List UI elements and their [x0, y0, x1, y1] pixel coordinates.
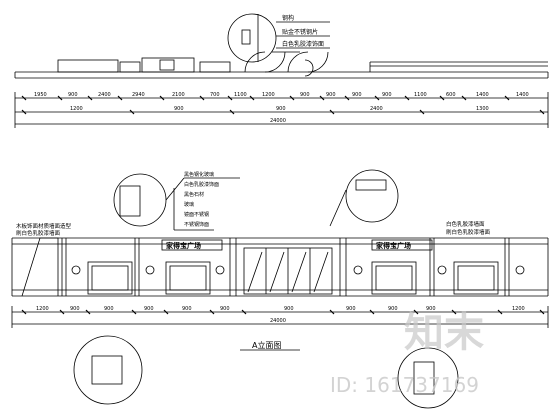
dim: 2940 — [132, 92, 145, 98]
dim: 1200 — [512, 306, 525, 312]
center-note-6: 不锈钢饰面 — [184, 221, 209, 228]
total-dim-top: 24000 — [270, 118, 286, 124]
dim: 600 — [446, 92, 456, 98]
dim: 1200 — [36, 306, 49, 312]
watermark-logo: 知末 — [404, 310, 484, 356]
top-dimensions: 1950 900 2400 2940 2100 700 1100 1200 90… — [34, 92, 529, 124]
left-note-2: 刷白色乳胶漆墙面 — [16, 229, 61, 237]
dim: 1100 — [414, 92, 427, 98]
dim: 900 — [352, 92, 362, 98]
top-plan — [14, 13, 549, 128]
sign-left: 家得宝广场 — [166, 241, 201, 250]
top-note-2: 贴金不锈钢片 — [282, 28, 318, 36]
dim: 2400 — [98, 92, 111, 98]
total-dim-elev: 24000 — [270, 318, 286, 324]
dim: 900 — [300, 92, 310, 98]
elevation-text: 木板饰面材质墙面造型 刷白色乳胶漆墙面 黑色钢化玻璃 白色乳胶漆饰面 黑色石材 … — [16, 171, 525, 350]
dim: 900 — [174, 106, 184, 112]
dim: 900 — [144, 306, 154, 312]
left-note-1: 木板饰面材质墙面造型 — [16, 222, 72, 230]
center-note-3: 黑色石材 — [184, 191, 204, 198]
dim: 700 — [210, 92, 220, 98]
right-note-2: 刷白色乳胶漆墙面 — [446, 228, 491, 236]
top-note-1: 钢构 — [282, 14, 294, 22]
dim: 1950 — [34, 92, 47, 98]
dim: 900 — [182, 306, 192, 312]
dim: 900 — [382, 92, 392, 98]
dim: 900 — [426, 306, 436, 312]
sign-right: 家得宝广场 — [376, 241, 411, 250]
dim: 900 — [276, 106, 286, 112]
top-note-3: 白色乳胶漆饰面 — [282, 40, 324, 48]
dim: 900 — [220, 306, 230, 312]
dim: 900 — [326, 92, 336, 98]
center-note-2: 白色乳胶漆饰面 — [184, 181, 219, 188]
watermark: 知末 ID: 161737169 — [330, 310, 484, 397]
dim: 900 — [284, 306, 294, 312]
dim: 1200 — [262, 92, 275, 98]
dim: 2100 — [172, 92, 185, 98]
center-note-1: 黑色钢化玻璃 — [184, 171, 214, 178]
dim: 1200 — [70, 106, 83, 112]
dim: 900 — [388, 306, 398, 312]
right-note-1: 白色乳胶漆墙面 — [446, 220, 485, 228]
center-note-4: 玻璃 — [184, 201, 194, 208]
dim: 900 — [70, 306, 80, 312]
dim: 1400 — [476, 92, 489, 98]
dim: 2400 — [370, 106, 383, 112]
center-note-5: 镜面不锈钢 — [184, 211, 209, 218]
dim: 900 — [104, 306, 114, 312]
dim: 1300 — [476, 106, 489, 112]
watermark-id: ID: 161737169 — [330, 373, 479, 397]
dim: 900 — [346, 306, 356, 312]
top-callout-text: 钢构 贴金不锈钢片 白色乳胶漆饰面 — [282, 14, 324, 48]
dim: 1400 — [516, 92, 529, 98]
dim: 1100 — [234, 92, 247, 98]
dim: 900 — [68, 92, 78, 98]
elevation-title: A立面图 — [252, 340, 281, 350]
elevation — [11, 169, 549, 409]
